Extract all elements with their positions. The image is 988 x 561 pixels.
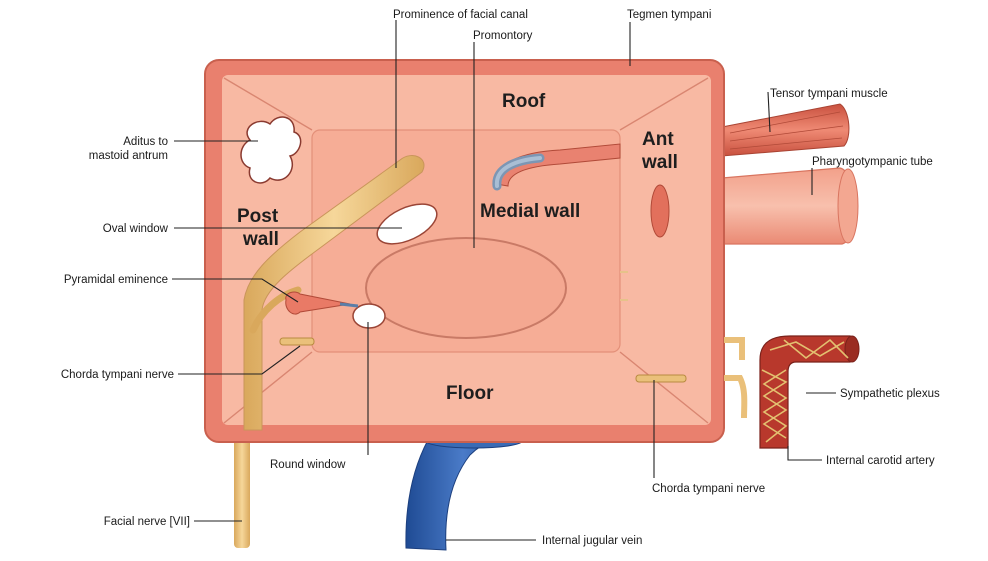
post-wall-label-2: wall	[242, 229, 279, 250]
promontory-label: Promontory	[473, 30, 533, 42]
promontory-shape	[366, 238, 566, 338]
oval-window-label: Oval window	[103, 223, 169, 235]
tensor-tympani-label: Tensor tympani muscle	[770, 88, 888, 100]
chorda-tympani-left-label: Chorda tympani nerve	[61, 369, 174, 381]
pyramidal-eminence-label: Pyramidal eminence	[64, 274, 168, 286]
tube-opening	[651, 185, 669, 237]
medial-wall-label: Medial wall	[480, 201, 580, 222]
roof-label: Roof	[502, 91, 546, 112]
internal-jugular-vein-shape	[406, 438, 520, 550]
pharyngotympanic-tube-shape	[722, 168, 855, 244]
round-window-shape	[353, 304, 385, 328]
tegmen-tympani-label: Tegmen tympani	[627, 9, 711, 21]
prominence-facial-canal-label: Prominence of facial canal	[393, 9, 528, 21]
aditus-label-1: Aditus to	[123, 136, 168, 148]
floor-label: Floor	[446, 383, 494, 404]
ant-wall-label-2: wall	[641, 152, 678, 173]
facial-nerve-label: Facial nerve [VII]	[104, 516, 190, 528]
post-wall-label-1: Post	[237, 206, 279, 227]
chorda-tympani-right-label: Chorda tympani nerve	[652, 483, 765, 495]
internal-jugular-vein-label: Internal jugular vein	[542, 535, 642, 547]
ant-wall-label-1: Ant	[642, 129, 674, 150]
chorda-tympani-left-shape	[280, 338, 314, 345]
chorda-tympani-right-shape	[636, 375, 686, 382]
facial-nerve-trunk	[234, 430, 250, 548]
internal-carotid-label: Internal carotid artery	[826, 455, 935, 467]
internal-carotid-artery-shape	[760, 336, 850, 448]
aditus-label-2: mastoid antrum	[89, 150, 168, 162]
sympathetic-plexus-label: Sympathetic plexus	[840, 388, 940, 400]
pharyngotympanic-tube-label: Pharyngotympanic tube	[812, 156, 933, 168]
round-window-label: Round window	[270, 459, 346, 471]
